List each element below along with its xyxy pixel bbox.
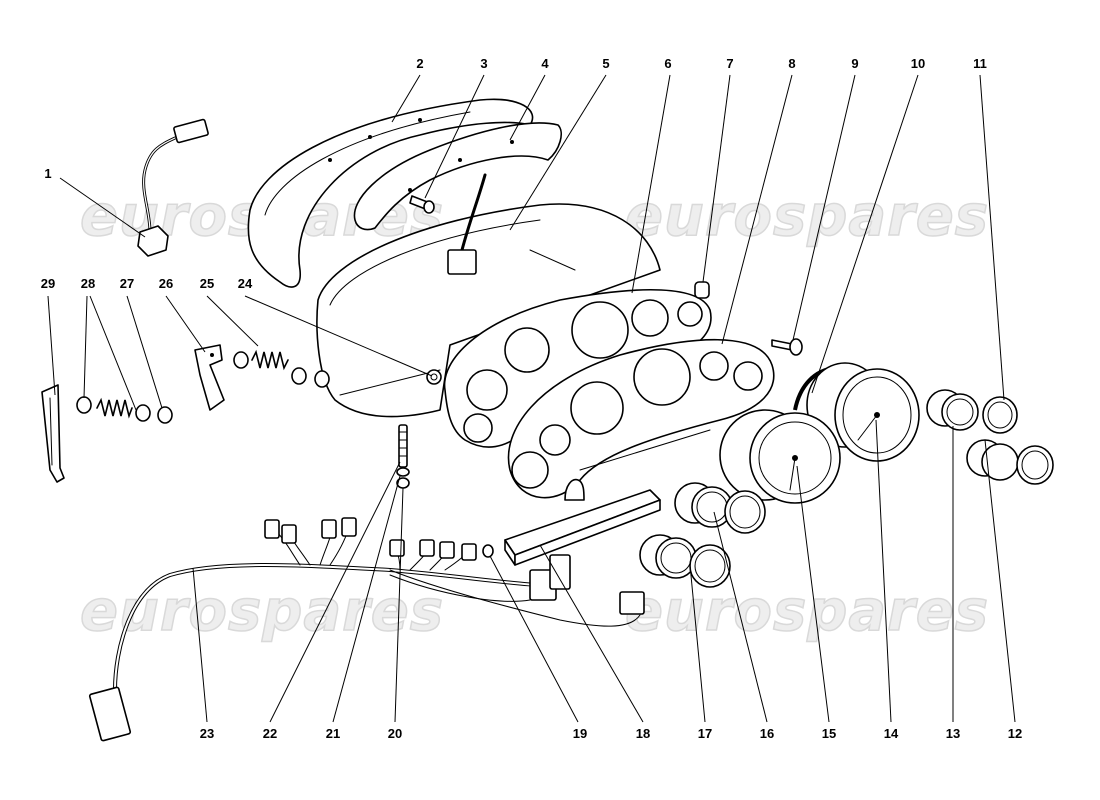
callout-24: 24 xyxy=(238,276,253,291)
part-12-small-gauge xyxy=(966,439,1054,485)
callout-7: 7 xyxy=(726,56,733,71)
callout-6: 6 xyxy=(664,56,671,71)
watermark-top-right: eurospares xyxy=(625,184,989,249)
part-6-back-plate xyxy=(443,288,712,448)
part-9-screw xyxy=(771,338,803,356)
callout-2: 2 xyxy=(416,56,423,71)
callout-29: 29 xyxy=(41,276,55,291)
part-21-washer xyxy=(396,467,410,477)
part-17-gauge xyxy=(639,534,731,588)
callout-9: 9 xyxy=(851,56,858,71)
callout-21: 21 xyxy=(326,726,340,741)
callout-4: 4 xyxy=(541,56,549,71)
leader-lines xyxy=(47,74,1016,723)
part-4-inner-frame xyxy=(353,122,562,231)
part-13-small-gauge xyxy=(926,389,979,431)
callout-17: 17 xyxy=(698,726,712,741)
part-3-screw xyxy=(409,195,435,214)
part-15-speedometer xyxy=(719,409,841,504)
callout-labels: 1 2 3 4 5 6 7 8 9 10 11 12 13 14 15 16 1… xyxy=(41,56,1022,741)
callout-14: 14 xyxy=(884,726,899,741)
watermark-bottom-right: eurospares xyxy=(625,579,989,644)
callout-20: 20 xyxy=(388,726,402,741)
part-16-gauge xyxy=(674,482,766,534)
part-27-nut xyxy=(157,406,173,424)
part-24-grommet xyxy=(426,369,442,385)
callout-13: 13 xyxy=(946,726,960,741)
callout-25: 25 xyxy=(200,276,214,291)
callout-8: 8 xyxy=(788,56,795,71)
part-19-nut xyxy=(482,544,494,558)
part-2-instrument-cowl xyxy=(247,98,534,288)
callout-11: 11 xyxy=(973,56,987,71)
callout-10: 10 xyxy=(911,56,925,71)
part-7-spacer xyxy=(694,281,710,299)
part-18-support-bracket xyxy=(504,478,661,566)
part-8-front-panel xyxy=(507,338,775,499)
callout-28: 28 xyxy=(81,276,95,291)
callout-1: 1 xyxy=(44,166,51,181)
part-23-wiring-harness xyxy=(88,517,645,742)
callout-15: 15 xyxy=(822,726,836,741)
part-28-spring xyxy=(76,396,151,422)
callout-27: 27 xyxy=(120,276,134,291)
callout-22: 22 xyxy=(263,726,277,741)
part-26-bracket xyxy=(194,344,225,411)
part-22-stud xyxy=(398,424,408,468)
callout-3: 3 xyxy=(480,56,487,71)
watermark-bottom-left: eurospares xyxy=(80,579,444,644)
part-29-bracket xyxy=(41,384,65,483)
callout-16: 16 xyxy=(760,726,774,741)
callout-19: 19 xyxy=(573,726,587,741)
callout-23: 23 xyxy=(200,726,214,741)
part-11-bezel xyxy=(982,396,1018,434)
callout-26: 26 xyxy=(159,276,173,291)
part-25-spring-assembly xyxy=(233,349,330,388)
callout-5: 5 xyxy=(602,56,609,71)
part-1-sensor-connector xyxy=(137,118,209,257)
callout-12: 12 xyxy=(1008,726,1022,741)
callout-18: 18 xyxy=(636,726,650,741)
